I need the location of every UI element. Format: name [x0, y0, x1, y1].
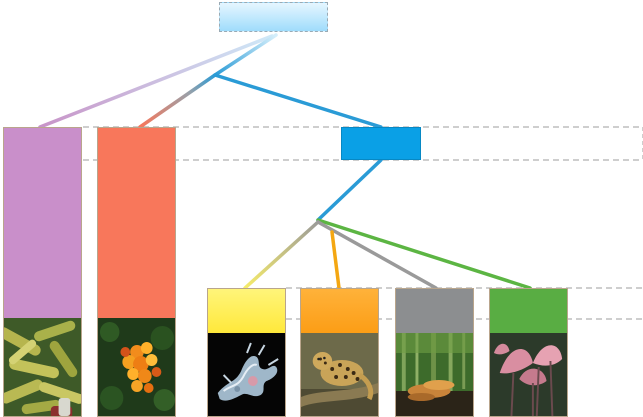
kingdom-column-4: [489, 288, 568, 417]
branch-kingdom-3: [316, 220, 438, 290]
leopard-photo: [301, 333, 378, 416]
kingdom-column-1: [207, 288, 286, 417]
branch-archaea: [138, 73, 217, 129]
root-box: [219, 2, 328, 32]
branch-bacteria: [38, 34, 274, 129]
eukarya-box: [341, 127, 421, 160]
branch-kingdom-4: [316, 218, 532, 290]
branch-kingdom-2: [330, 230, 341, 290]
archaea-column: [97, 127, 176, 417]
forest-mushroom-photo: [396, 333, 473, 416]
rod-shaped-bacteria-micrograph: [4, 318, 81, 416]
archaea-cluster-micrograph: [98, 318, 175, 416]
pink-plant-leaves-photo: [490, 333, 567, 416]
branch-root-node: [213, 33, 278, 77]
branch-eukarya-node: [316, 158, 383, 222]
protist-micrograph: [208, 333, 285, 416]
branch-eukarya: [213, 73, 383, 129]
kingdom-column-3: [395, 288, 474, 417]
bacteria-column: [3, 127, 82, 417]
kingdom-column-2: [300, 288, 379, 417]
branch-kingdom-1: [243, 220, 320, 290]
